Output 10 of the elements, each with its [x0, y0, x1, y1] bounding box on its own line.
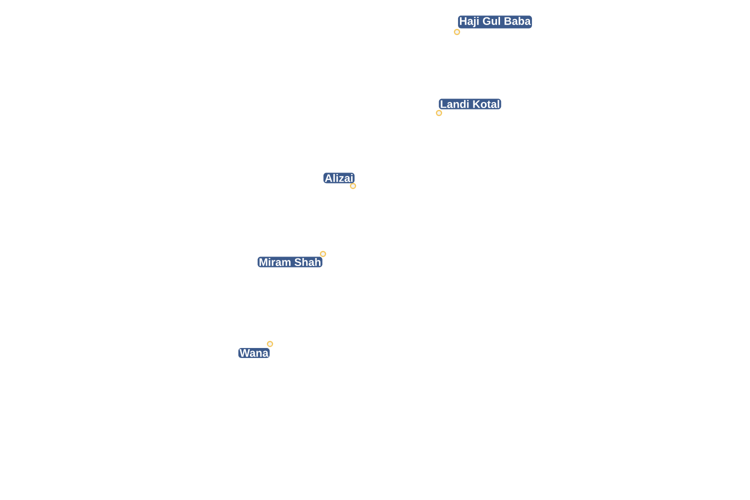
- place-marker: [454, 28, 460, 36]
- place-marker: [266, 340, 274, 348]
- place-marker: [350, 182, 356, 190]
- place-label: Wana: [238, 348, 270, 358]
- place-label: Landi Kotal: [438, 98, 502, 110]
- place-label: Miram Shah: [258, 256, 322, 268]
- place-marker: [320, 250, 326, 258]
- place-marker: [436, 110, 442, 116]
- place-label: Alizai: [323, 172, 355, 184]
- place-label: Haji Gul Baba: [458, 16, 532, 28]
